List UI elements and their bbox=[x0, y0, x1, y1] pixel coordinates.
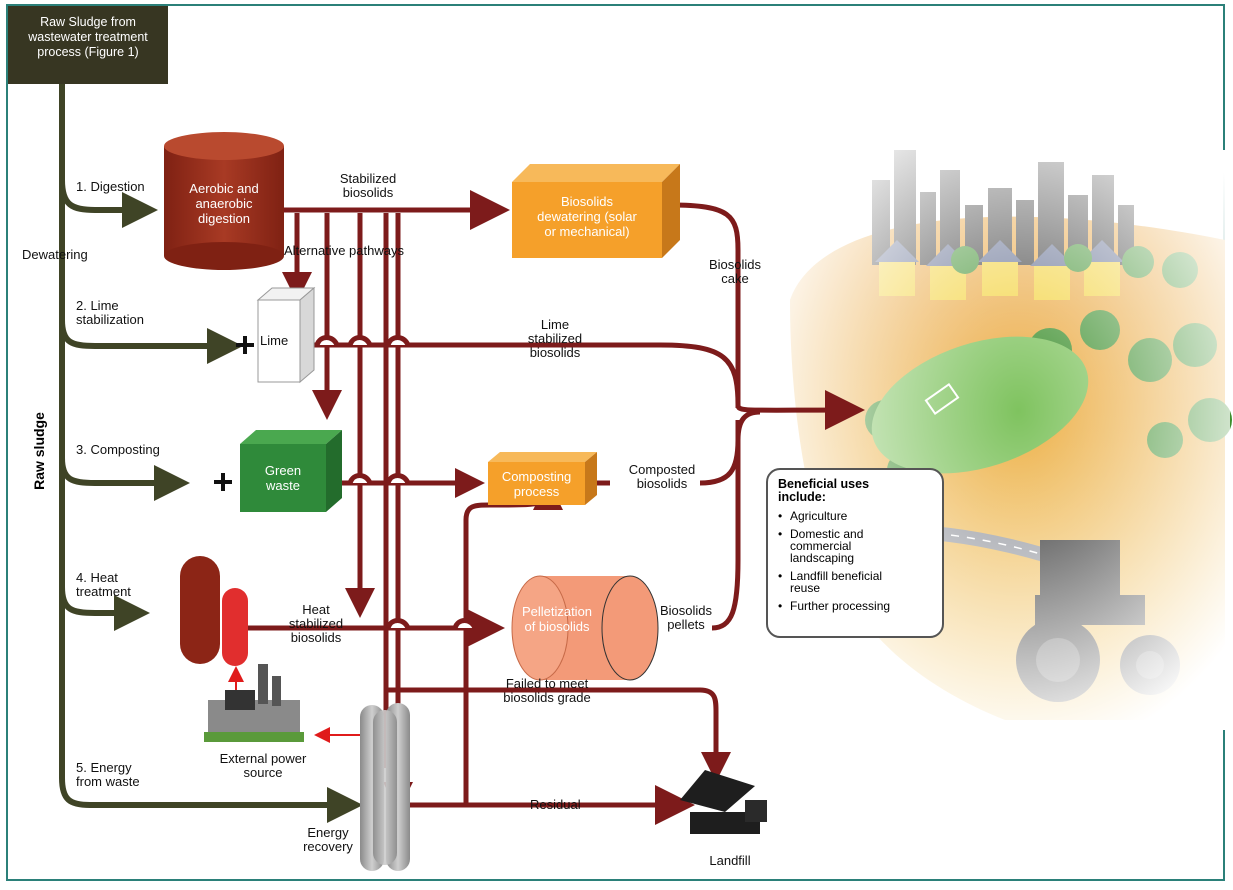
pelletization-drum bbox=[511, 575, 659, 681]
step-digestion-label: 1. Digestion bbox=[76, 179, 145, 194]
beneficial-uses-list: Agriculture Domestic and commercial land… bbox=[778, 510, 932, 612]
residual-label: Residual bbox=[530, 797, 581, 812]
dewatering-unit-label: Biosolids dewatering (solar or mechanica… bbox=[537, 194, 637, 239]
beneficial-use-item: Further processing bbox=[778, 600, 932, 612]
stabilized-biosolids-label: Stabilized biosolids bbox=[339, 171, 397, 200]
green-waste-block bbox=[240, 430, 342, 512]
pelletization-label: Pelletization of biosolids bbox=[521, 604, 593, 634]
energy-recovery-label: Energy recovery bbox=[303, 825, 353, 854]
beneficial-use-item: Domestic and commercial landscaping bbox=[778, 528, 932, 564]
beneficial-use-item: Agriculture bbox=[778, 510, 932, 522]
lime-block bbox=[256, 286, 316, 384]
step-composting-label: 3. Composting bbox=[76, 442, 160, 457]
composting-process-label: Composting process bbox=[501, 469, 572, 499]
digester-tank bbox=[164, 132, 284, 270]
landfill-label: Landfill bbox=[709, 853, 751, 868]
beneficial-use-item: Landfill beneficial reuse bbox=[778, 570, 932, 594]
beneficial-uses-box: Beneficial uses include: Agriculture Dom… bbox=[766, 468, 944, 638]
dewatering-box bbox=[512, 164, 680, 258]
lime-label: Lime bbox=[260, 333, 289, 348]
step-energy-label: 5. Energy from waste bbox=[76, 760, 140, 789]
digester-label: Aerobic and anaerobic digestion bbox=[189, 181, 259, 226]
raw-sludge-source-box: Raw Sludge from wastewater treatment pro… bbox=[8, 6, 168, 84]
step-heat-label: 4. Heat treatment bbox=[76, 570, 131, 599]
external-power-label: External power source bbox=[219, 751, 307, 780]
failed-grade-label: Failed to meet biosolids grade bbox=[503, 676, 591, 705]
energy-recovery-unit bbox=[360, 703, 410, 871]
power-plant-icon bbox=[204, 664, 304, 742]
green-waste-label: Green waste bbox=[264, 463, 302, 493]
composted-biosolids-label: Composted biosolids bbox=[628, 462, 696, 491]
raw-sludge-trunk bbox=[59, 81, 363, 823]
lime-stabilized-label: Lime stabilized biosolids bbox=[527, 317, 583, 360]
beneficial-uses-title: Beneficial uses include: bbox=[778, 477, 870, 504]
heat-treatment-tanks bbox=[180, 556, 248, 666]
composting-box bbox=[488, 452, 597, 505]
dewatering-label: Dewatering bbox=[22, 247, 88, 262]
step-lime-label: 2. Lime stabilization bbox=[76, 298, 144, 327]
raw-sludge-label: Raw sludge bbox=[31, 412, 47, 490]
biosolids-cake-label: Biosolids cake bbox=[708, 257, 762, 286]
landfill-icon bbox=[680, 770, 767, 834]
alternative-pathways-label: Alternative pathways bbox=[284, 243, 404, 258]
heat-stabilized-label: Heat stabilized biosolids bbox=[288, 602, 344, 645]
biosolids-pellets-label: Biosolids pellets bbox=[659, 603, 713, 632]
